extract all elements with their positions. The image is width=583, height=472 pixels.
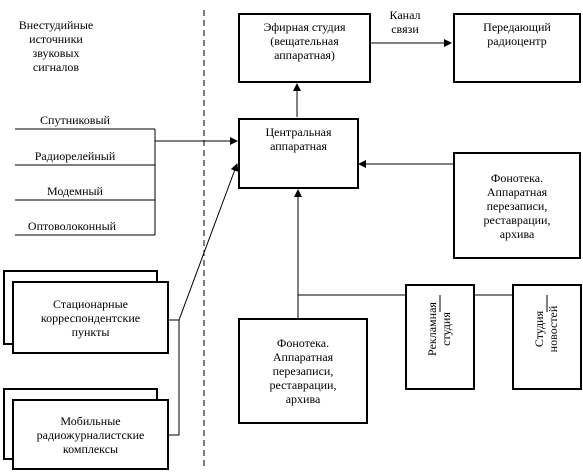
mobile-to-central-line bbox=[169, 320, 180, 436]
news-studio-box bbox=[512, 284, 582, 390]
phonotheque-archive-box-bottom: Фонотека. Аппаратная перезаписи, реставр… bbox=[238, 318, 368, 424]
input-label-satellite: Спутниковый bbox=[40, 113, 110, 127]
communication-channel-label: Канал связи bbox=[389, 8, 421, 36]
ad-studio-label: Рекламная студия bbox=[425, 302, 453, 356]
stationary-points-box: Стационарные корреспондентские пункты bbox=[12, 281, 169, 354]
central-control-room-box: Центральная аппаратная bbox=[238, 118, 359, 189]
news-studio-label: Студия новостей bbox=[532, 305, 560, 353]
input-label-radio-relay: Радиорелейный bbox=[34, 149, 116, 163]
on-air-studio-box: Эфирная студия (вещательная аппаратная) bbox=[238, 13, 371, 83]
external-sources-title: Внестудийные источники звуковых сигналов bbox=[18, 18, 94, 74]
input-label-fiber: Оптоволоконный bbox=[27, 219, 117, 233]
phonotheque-archive-box-right: Фонотека. Аппаратная перезаписи, реставр… bbox=[453, 152, 581, 259]
stationary-to-central-line bbox=[169, 163, 239, 321]
mobile-complexes-box: Мобильные радиожурналистские комплексы bbox=[12, 399, 169, 470]
transmitting-center-box: Передающий радиоцентр bbox=[453, 13, 581, 83]
input-label-modem: Модемный bbox=[47, 184, 103, 198]
